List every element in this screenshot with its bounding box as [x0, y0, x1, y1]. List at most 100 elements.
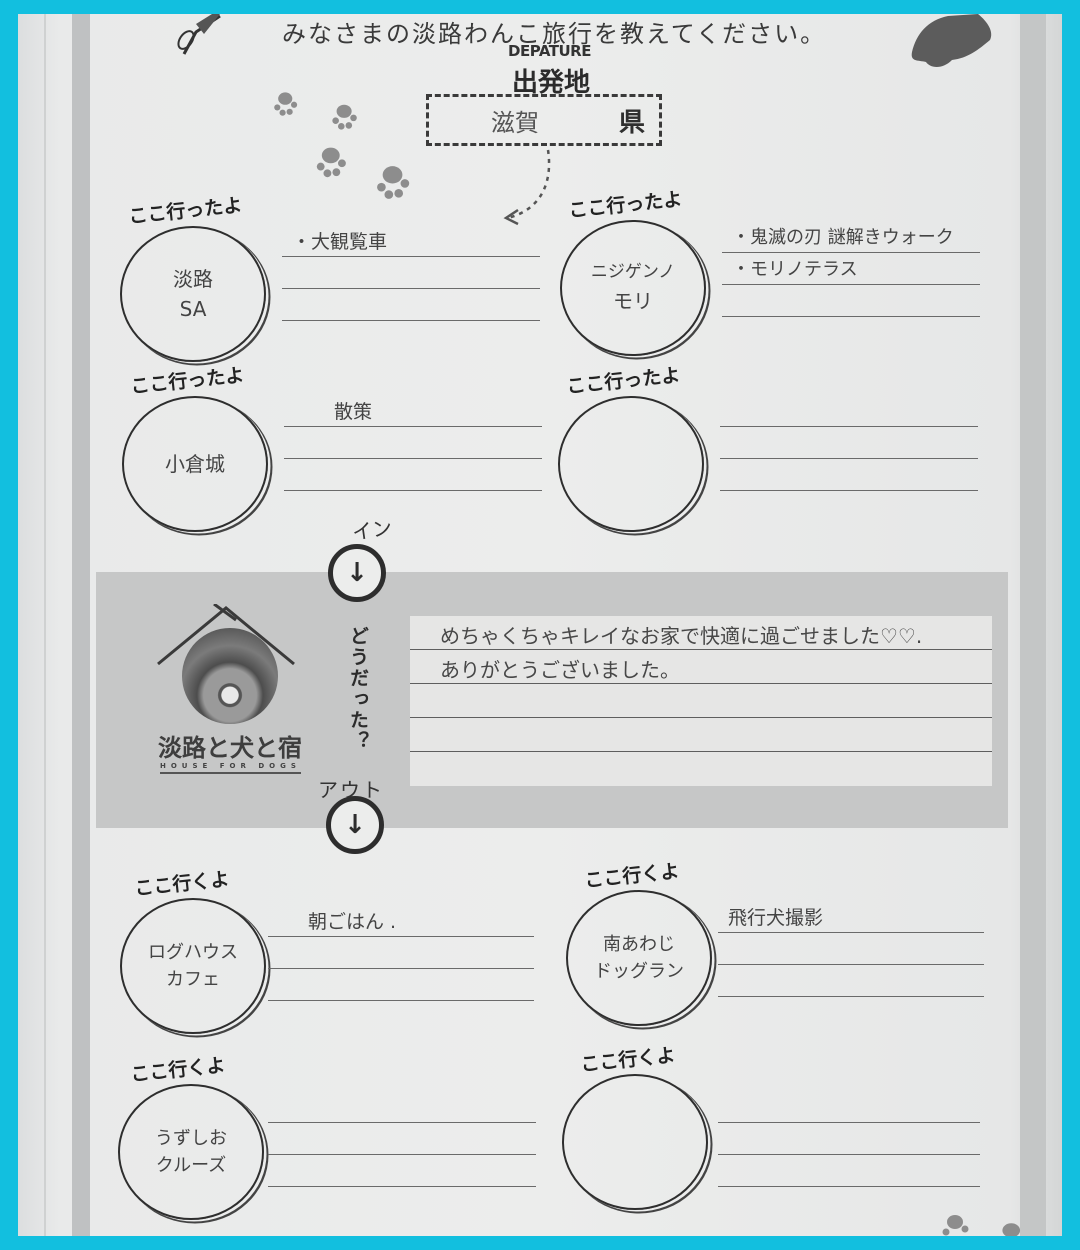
place-name: 南あわじ — [603, 934, 675, 955]
going-spot-3: ここ行くよ うずしお クルーズ — [118, 1054, 558, 1220]
note-line[interactable] — [718, 996, 984, 1028]
house-roof-icon — [157, 604, 295, 666]
note-line[interactable]: ・鬼滅の刃 謎解きウォーク — [722, 227, 980, 284]
comment-line — [410, 718, 992, 752]
comment-line: めちゃくちゃキレイなお家で快適に過ごせました♡♡. — [410, 616, 992, 650]
note-line[interactable] — [718, 964, 984, 996]
note-line[interactable] — [282, 320, 540, 352]
note-line[interactable]: ・大観覧車 — [282, 231, 540, 288]
note-line[interactable] — [282, 288, 540, 320]
note-line[interactable]: ・モリノテラス — [722, 259, 980, 316]
visited-spot-3: ここ行ったよ 小倉城 散策 — [122, 364, 562, 532]
form-header: みなさまの淡路わんこ旅行を教えてください。 — [282, 20, 827, 48]
visited-caption: ここ行ったよ — [565, 364, 682, 399]
visited-caption: ここ行ったよ — [127, 194, 244, 229]
page-edge — [44, 14, 46, 1236]
going-spot-4: ここ行くよ — [562, 1044, 1002, 1210]
note-line[interactable] — [268, 1122, 536, 1154]
place-field[interactable]: 小倉城 — [122, 396, 268, 532]
form-photo: みなさまの淡路わんこ旅行を教えてください。 DEPATURE 出発地 滋賀 県 … — [18, 14, 1062, 1236]
place-name: SA — [179, 297, 207, 321]
place-field[interactable]: 南あわじ ドッグラン — [566, 890, 712, 1026]
place-name: 小倉城 — [165, 452, 225, 476]
comment-line — [410, 752, 992, 786]
place-name: ドッグラン — [594, 961, 684, 982]
note-text: 朝ごはん . — [308, 911, 397, 933]
visited-caption: ここ行ったよ — [129, 364, 246, 399]
review-comment-field[interactable]: めちゃくちゃキレイなお家で快適に過ごせました♡♡. ありがとうございました。 — [410, 616, 992, 786]
comment-text: めちゃくちゃキレイなお家で快適に過ごせました♡♡. — [440, 624, 923, 648]
note-text: 飛行犬撮影 — [728, 907, 824, 929]
check-out-arrow-icon: ↓ — [326, 796, 384, 854]
note-line[interactable] — [718, 1122, 980, 1154]
note-line[interactable] — [284, 458, 542, 490]
note-line[interactable] — [720, 458, 978, 490]
note-text: ・鬼滅の刃 謎解きウォーク — [732, 227, 954, 248]
place-name: うずしお — [155, 1128, 227, 1149]
going-spot-2: ここ行くよ 南あわじ ドッグラン 飛行犬撮影 — [566, 860, 1006, 1028]
departure-suffix: 県 — [618, 107, 645, 138]
paw-print-icon — [1002, 1223, 1021, 1236]
place-name: クルーズ — [155, 1155, 227, 1176]
departure-label-en: DEPATURE — [508, 42, 591, 60]
note-text: 散策 — [334, 401, 373, 423]
dotted-arrow-icon — [503, 149, 551, 226]
note-line[interactable] — [268, 1186, 536, 1218]
going-caption: ここ行くよ — [583, 860, 681, 893]
place-field[interactable] — [562, 1074, 708, 1210]
paw-blob-icon — [911, 14, 992, 67]
how-was-it-label: どうだった？ — [347, 626, 369, 752]
paw-print-icon — [942, 1215, 969, 1236]
brand-name: 淡路と犬と宿 — [158, 734, 302, 762]
brand-tagline: HOUSE FOR DOGS — [160, 762, 301, 774]
check-in-arrow-icon: ↓ — [328, 544, 386, 602]
place-field[interactable] — [558, 396, 704, 532]
departure-label: 出発地 — [512, 68, 591, 98]
place-field[interactable]: 淡路 SA — [120, 226, 266, 362]
note-line[interactable]: 朝ごはん . — [268, 911, 534, 968]
place-name: ニジゲンノ — [590, 262, 676, 283]
note-line[interactable] — [268, 1000, 534, 1032]
visited-spot-1: ここ行ったよ 淡路 SA ・大観覧車 — [120, 194, 560, 362]
visited-caption: ここ行ったよ — [567, 188, 684, 223]
departure-field[interactable]: 滋賀 県 — [426, 94, 662, 146]
pen-icon — [177, 14, 221, 55]
right-margin-stripe — [1020, 14, 1046, 1236]
place-field[interactable]: うずしお クルーズ — [118, 1084, 264, 1220]
note-text: ・モリノテラス — [732, 259, 858, 280]
left-margin-stripe — [72, 14, 90, 1236]
note-line[interactable]: 飛行犬撮影 — [718, 907, 984, 964]
going-caption: ここ行くよ — [129, 1054, 227, 1087]
place-name: 淡路 — [173, 267, 213, 291]
note-line[interactable] — [720, 490, 978, 522]
paw-print-icon — [316, 147, 346, 178]
visited-spot-4: ここ行ったよ — [558, 364, 998, 532]
comment-line: ありがとうございました。 — [410, 650, 992, 684]
paw-print-icon — [332, 104, 357, 130]
note-line[interactable] — [284, 490, 542, 522]
note-line[interactable] — [720, 426, 978, 458]
brand-logo: 淡路と犬と宿 HOUSE FOR DOGS — [148, 600, 308, 800]
place-name: ログハウス — [148, 942, 238, 963]
comment-text: ありがとうございました。 — [440, 658, 680, 682]
place-name: カフェ — [166, 969, 220, 990]
note-line[interactable] — [718, 1186, 980, 1218]
note-line[interactable] — [718, 1154, 980, 1186]
going-caption: ここ行くよ — [579, 1044, 677, 1077]
departure-value: 滋賀 — [491, 108, 539, 137]
note-line[interactable] — [268, 1154, 536, 1186]
note-line[interactable]: 散策 — [284, 401, 542, 458]
note-text: ・大観覧車 — [292, 231, 388, 253]
place-name: モリ — [613, 288, 653, 313]
note-line[interactable] — [722, 316, 980, 348]
dog-photo — [182, 628, 278, 724]
place-field[interactable]: ログハウス カフェ — [120, 898, 266, 1034]
paw-print-icon — [377, 166, 410, 199]
going-caption: ここ行くよ — [133, 868, 231, 901]
visited-spot-2: ここ行ったよ ニジゲンノ モリ ・鬼滅の刃 謎解きウォーク ・モリノテラス — [560, 188, 1000, 356]
check-in-label: イン — [350, 515, 394, 545]
note-line[interactable] — [268, 968, 534, 1000]
going-spot-1: ここ行くよ ログハウス カフェ 朝ごはん . — [120, 868, 560, 1034]
paw-print-icon — [274, 92, 298, 116]
place-field[interactable]: ニジゲンノ モリ — [560, 220, 706, 356]
